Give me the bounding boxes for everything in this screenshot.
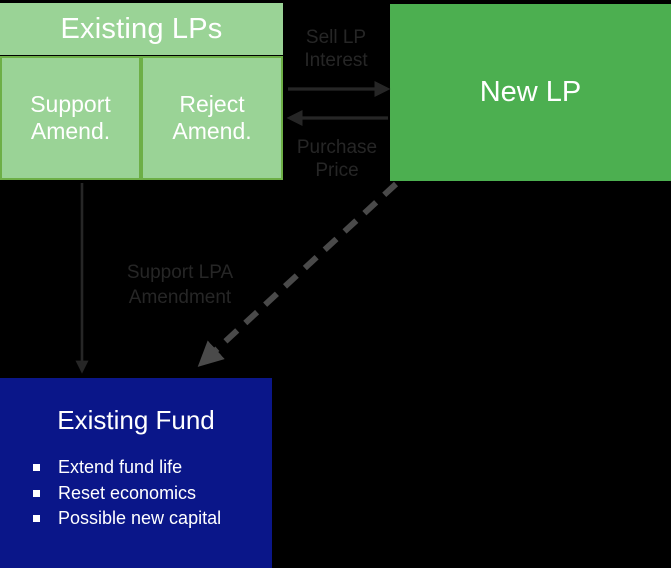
list-item: Reset economics — [31, 481, 272, 507]
bullet-square-icon — [33, 489, 40, 497]
new-lp-box: New LP — [390, 4, 671, 181]
support-amend-box: Support Amend. — [0, 56, 141, 180]
existing-lps-header-box: Existing LPs — [0, 3, 283, 55]
bullet-square-icon — [33, 515, 40, 523]
existing-fund-bullet-list: Extend fund life Reset economics Possibl… — [0, 455, 272, 532]
existing-fund-box: Existing Fund Extend fund life Reset eco… — [0, 378, 272, 568]
list-item: Possible new capital — [31, 506, 272, 532]
existing-fund-title: Existing Fund — [57, 405, 215, 435]
purchase-price-label: Purchase Price — [296, 137, 378, 182]
reject-amend-label: Reject Amend. — [172, 90, 252, 144]
bullet-square-icon — [33, 464, 40, 471]
list-item-label: Reset economics — [58, 482, 197, 503]
new-lp-label: New LP — [479, 76, 582, 108]
list-item-label: Possible new capital — [58, 508, 222, 529]
list-item: Extend fund life — [31, 455, 272, 481]
support-lpa-amendment-label: Support LPA Amendment — [126, 262, 234, 309]
list-item-label: Extend fund life — [58, 457, 183, 477]
sell-lp-interest-label: Sell LP Interest — [304, 27, 368, 72]
existing-lps-title: Existing LPs — [60, 12, 223, 45]
reject-amend-box: Reject Amend. — [141, 56, 283, 180]
support-amend-label: Support Amend. — [30, 90, 111, 144]
